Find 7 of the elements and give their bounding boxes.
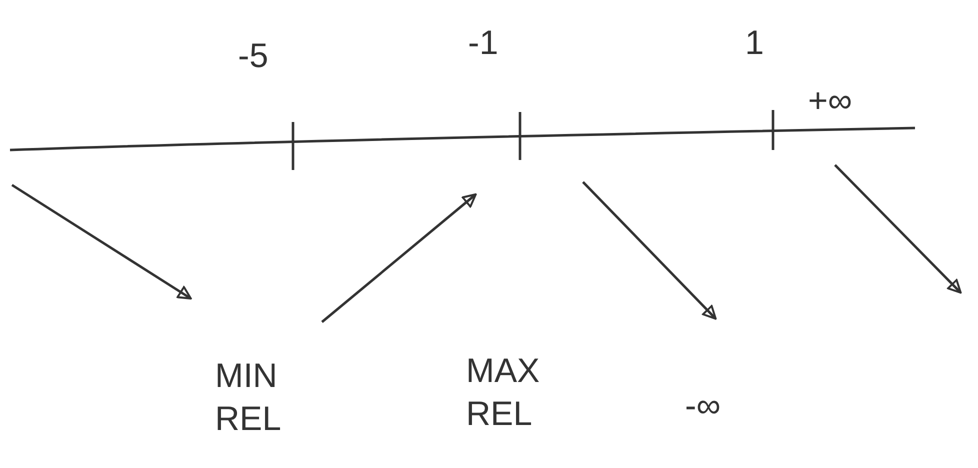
axis-value: -5	[238, 36, 268, 77]
axis-value: 1	[745, 23, 764, 64]
axis-value: +∞	[808, 81, 852, 122]
annotation: MAX REL	[466, 351, 541, 434]
annotation: -∞	[685, 386, 721, 427]
axis-value: -1	[468, 23, 498, 64]
annotation: MIN REL	[215, 356, 282, 440]
